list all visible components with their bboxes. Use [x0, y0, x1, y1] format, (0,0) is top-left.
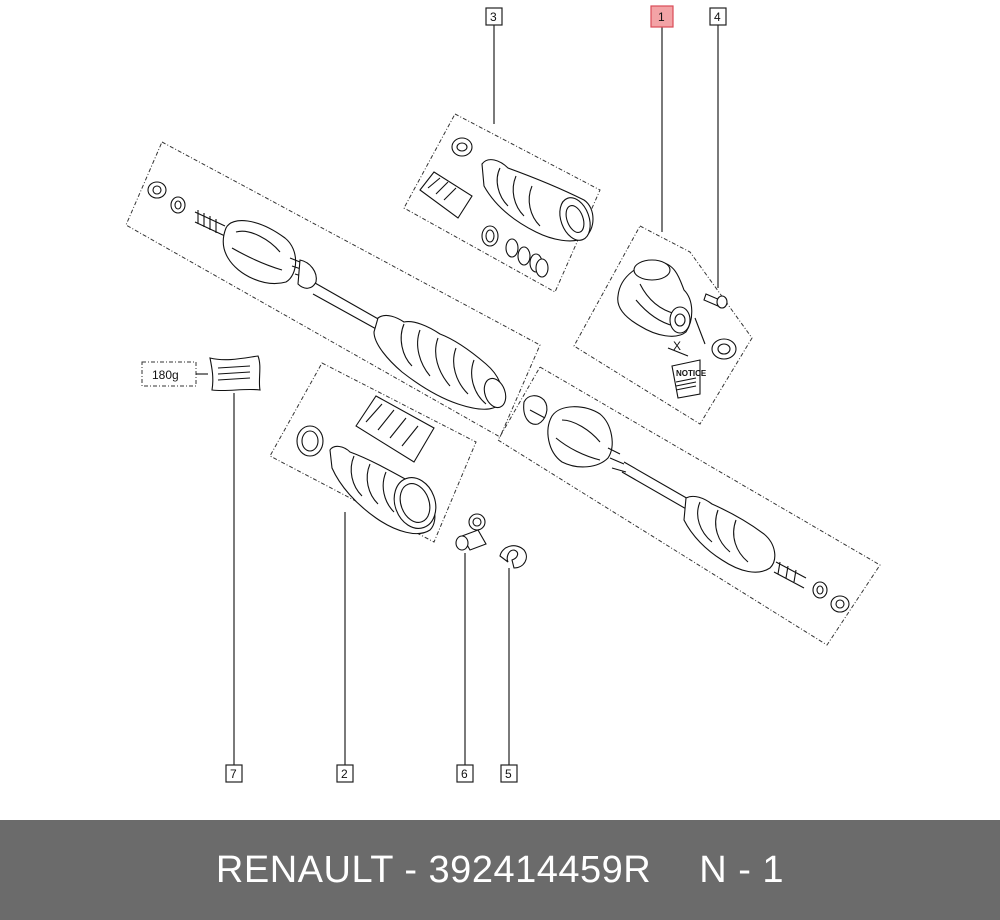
page-label: N - 1	[699, 848, 785, 891]
parts-diagram: X NOTICE 180g	[125, 5, 881, 783]
inner-boot-kit-2	[269, 362, 477, 543]
shaft-end-nut-right	[812, 581, 850, 613]
callout-2-label: 2	[341, 767, 348, 781]
bearing-kit-1: X NOTICE	[573, 225, 753, 425]
callout-4-label: 4	[714, 10, 721, 24]
grease-pack-7: 180g	[141, 355, 261, 392]
callout-5-label: 5	[505, 767, 512, 781]
notice-label: NOTICE	[676, 369, 707, 378]
drive-shaft-assembly	[125, 141, 881, 646]
callout-4[interactable]: 4	[709, 7, 727, 26]
callout-7[interactable]: 7	[225, 764, 243, 783]
leader-lines	[233, 25, 719, 765]
footer-bar: RENAULT - 392414459R N - 1	[0, 820, 1000, 920]
callout-5[interactable]: 5	[500, 764, 518, 783]
shaft-end-nut-left	[147, 181, 186, 214]
outer-cv-joint-right	[547, 406, 627, 473]
callout-3-label: 3	[490, 10, 497, 24]
boot-kit-3	[403, 113, 601, 293]
grease-weight-label: 180g	[152, 368, 179, 382]
inner-boot-left	[373, 314, 507, 410]
callout-6[interactable]: 6	[456, 764, 474, 783]
tripod-joint	[523, 395, 548, 425]
x-mark: X	[673, 339, 681, 353]
outer-cv-joint-left	[194, 210, 317, 289]
callout-6-label: 6	[461, 767, 468, 781]
callout-7-label: 7	[230, 767, 237, 781]
callout-1-label: 1	[658, 10, 665, 24]
callout-3[interactable]: 3	[485, 7, 503, 26]
callout-2[interactable]: 2	[336, 764, 354, 783]
tripod-parts	[455, 513, 527, 569]
outer-boot-right	[683, 495, 807, 589]
part-number-label: RENAULT - 392414459R	[215, 848, 652, 891]
callout-1[interactable]: 1	[650, 5, 674, 28]
